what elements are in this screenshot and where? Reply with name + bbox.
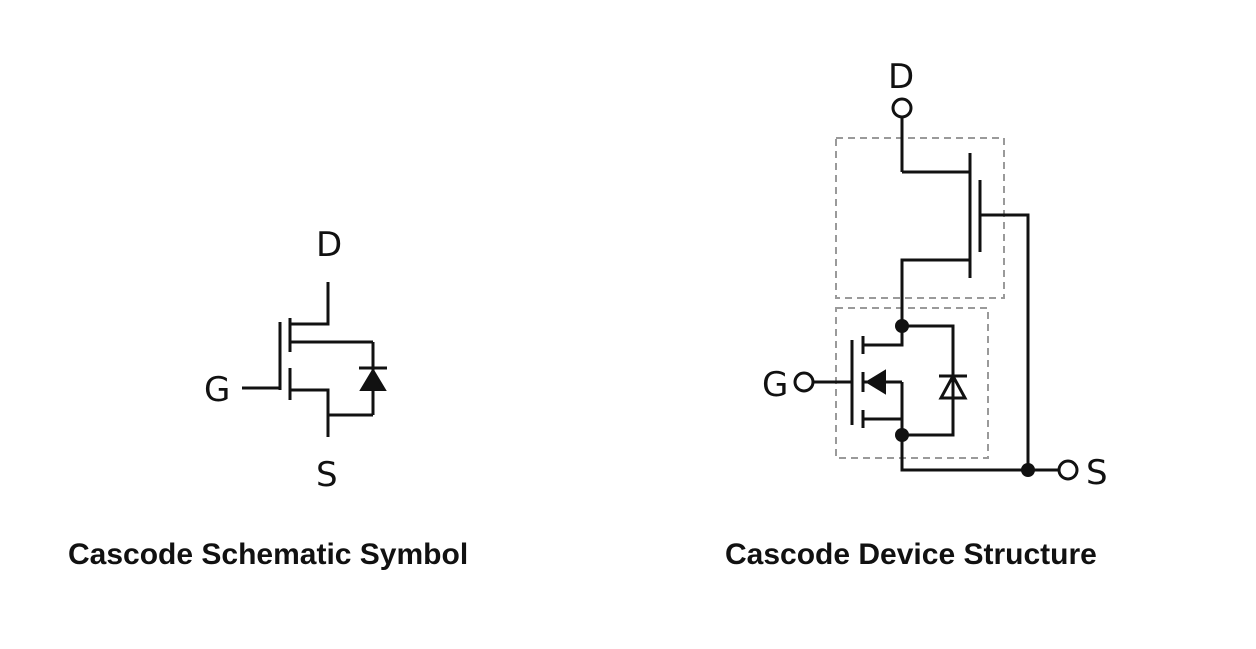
device-structure-caption: Cascode Device Structure bbox=[725, 538, 1097, 571]
high-voltage-transistor bbox=[900, 153, 1030, 470]
source-terminal bbox=[1057, 459, 1079, 481]
source-junction-node bbox=[1021, 463, 1035, 477]
body-diode bbox=[359, 342, 387, 415]
drain-label: D bbox=[316, 225, 342, 265]
cascode-device-structure: D G S bbox=[762, 57, 1108, 493]
gate-label: G bbox=[204, 370, 230, 410]
lv-body-diode bbox=[902, 324, 968, 437]
schematic-symbol-caption: Cascode Schematic Symbol bbox=[68, 538, 469, 571]
gate-label: G bbox=[762, 365, 788, 405]
low-voltage-mosfet bbox=[812, 326, 904, 435]
depletion-mode-device-box bbox=[835, 137, 1005, 299]
gate-terminal bbox=[793, 371, 815, 393]
source-label: S bbox=[1086, 453, 1108, 493]
cascode-schematic-symbol: D G S bbox=[204, 225, 387, 495]
mosfet-symbol bbox=[242, 282, 373, 437]
drain-terminal bbox=[891, 97, 913, 119]
source-label: S bbox=[316, 455, 338, 495]
drain-label: D bbox=[888, 57, 914, 97]
